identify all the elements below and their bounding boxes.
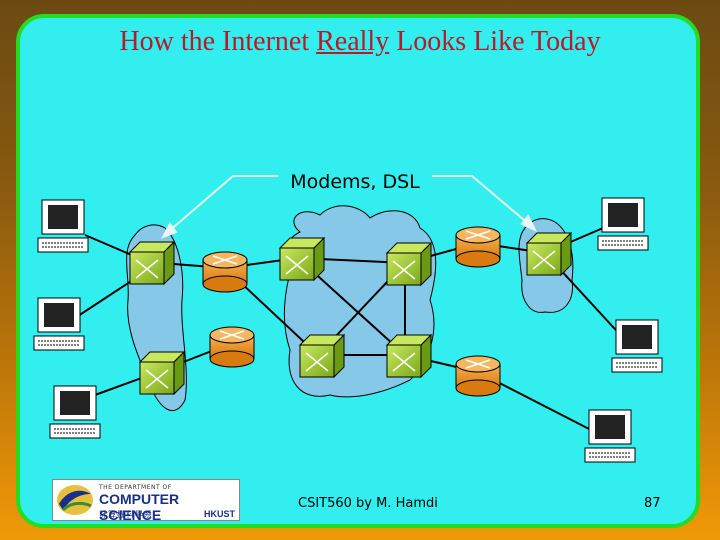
router-icon xyxy=(202,251,248,293)
computer-icon xyxy=(33,297,85,351)
title-suffix: Looks Like Today xyxy=(389,26,601,57)
hkust-cs-logo: THE DEPARTMENT OF COMPUTER SCIENCE 計算機科學… xyxy=(52,479,240,523)
callout-arrow-left xyxy=(167,175,278,233)
callout-arrows xyxy=(160,175,538,239)
computer-icon xyxy=(597,197,649,251)
computer-icon xyxy=(49,385,101,439)
switch-icon xyxy=(278,236,326,282)
page-number: 87 xyxy=(644,496,661,511)
switch-icon xyxy=(298,333,346,379)
department-emblem-icon xyxy=(57,485,93,515)
router-icon xyxy=(455,226,501,268)
logo-line-3: 計算機科學系 xyxy=(99,510,153,519)
logo-line-2: COMPUTER SCIENCE xyxy=(99,491,180,523)
router-icon xyxy=(209,326,255,368)
arrowhead-icon xyxy=(520,214,538,233)
switch-icon xyxy=(138,350,186,396)
switch-icon xyxy=(385,333,433,379)
router-icon xyxy=(455,355,501,397)
computer-icon xyxy=(37,199,89,253)
logo-line-1: THE DEPARTMENT OF xyxy=(99,484,172,491)
title-prefix: How the Internet xyxy=(119,26,317,57)
switch-icon xyxy=(128,240,176,286)
computer-icon xyxy=(584,409,636,463)
arrowhead-icon xyxy=(160,222,178,239)
title-underlined-word: Really xyxy=(316,26,390,57)
computer-icon xyxy=(611,319,663,373)
callout-label: Modems, DSL xyxy=(290,171,420,193)
switch-icon xyxy=(385,241,433,287)
slide-title: How the Internet Really Looks Like Today xyxy=(0,26,720,58)
logo-line-4: HKUST xyxy=(204,509,235,519)
callout-arrow-right xyxy=(432,175,531,226)
footer-credit: CSIT560 by M. Hamdi xyxy=(298,496,438,511)
switch-icon xyxy=(525,231,573,277)
